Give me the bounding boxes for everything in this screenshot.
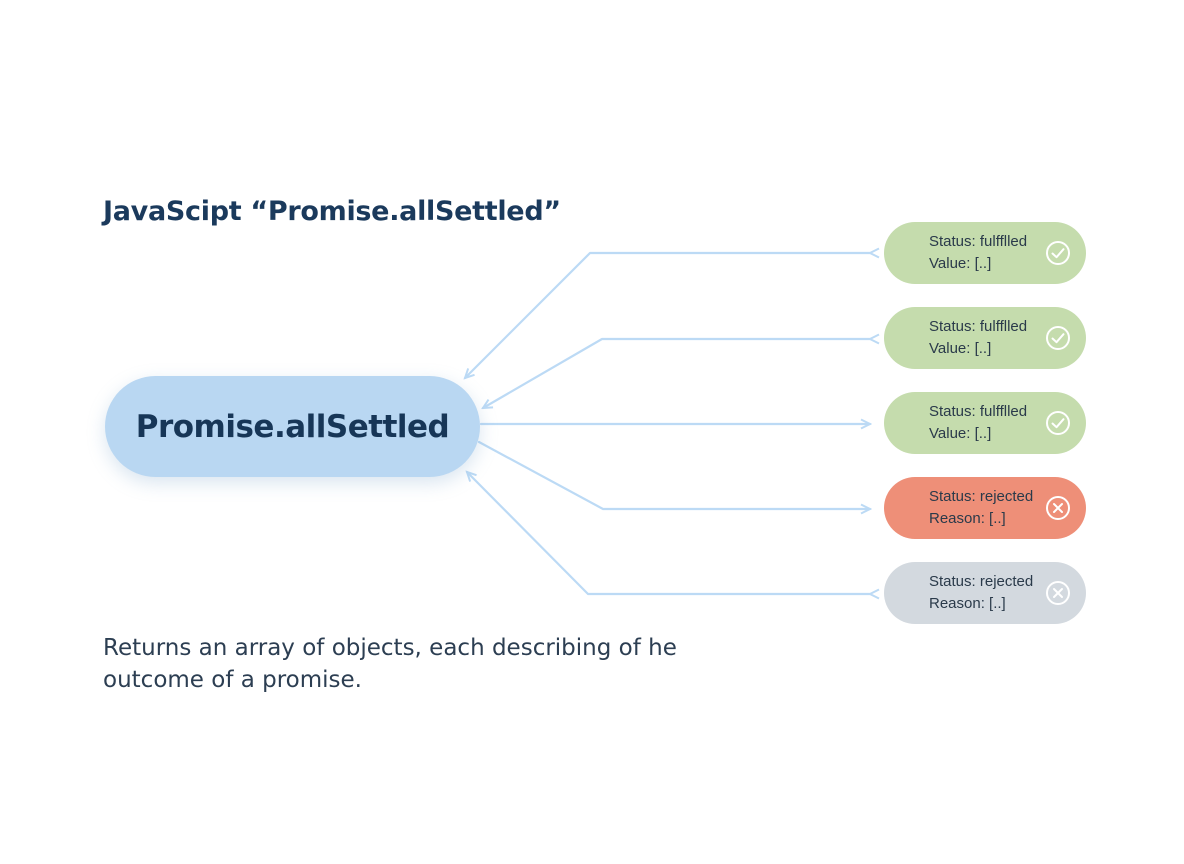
connector-arrow-1 bbox=[465, 253, 870, 378]
result-status-text: Status: rejected bbox=[929, 488, 1034, 505]
check-circle-icon bbox=[1046, 326, 1070, 350]
result-value-text: Value: [..] bbox=[929, 340, 992, 357]
result-rejected-1: Status: rejected Reason: [..] bbox=[884, 477, 1086, 539]
x-circle-icon bbox=[1046, 581, 1070, 605]
result-rejected-2: Status: rejected Reason: [..] bbox=[884, 562, 1086, 624]
description-text: Returns an array of objects, each descri… bbox=[103, 635, 677, 693]
connector-arrow-2 bbox=[483, 339, 870, 408]
x-circle-icon bbox=[1046, 496, 1070, 520]
diagram-title: JavaScipt “Promise.allSettled” bbox=[103, 196, 561, 227]
result-value-text: Value: [..] bbox=[929, 425, 992, 442]
result-fulfilled-3: Status: fulfflled Value: [..] bbox=[884, 392, 1086, 454]
result-fulfilled-1: Status: fulfflled Value: [..] bbox=[884, 222, 1086, 284]
promise-allsettled-node: Promise.allSettled bbox=[105, 376, 480, 477]
check-circle-icon bbox=[1046, 241, 1070, 265]
result-status-text: Status: fulfflled bbox=[929, 233, 1028, 250]
result-status-text: Status: fulfflled bbox=[929, 318, 1028, 335]
promise-allsettled-label: Promise.allSettled bbox=[135, 408, 450, 445]
result-reason-text: Reason: [..] bbox=[929, 510, 1006, 527]
result-fulfilled-2: Status: fulfflled Value: [..] bbox=[884, 307, 1086, 369]
result-value-text: Value: [..] bbox=[929, 255, 992, 272]
check-circle-icon bbox=[1046, 411, 1070, 435]
result-status-text: Status: rejected bbox=[929, 573, 1034, 590]
connector-arrow-4 bbox=[477, 440, 870, 509]
connector-arrow-5 bbox=[467, 472, 870, 594]
result-reason-text: Reason: [..] bbox=[929, 595, 1006, 612]
result-status-text: Status: fulfflled bbox=[929, 403, 1028, 420]
